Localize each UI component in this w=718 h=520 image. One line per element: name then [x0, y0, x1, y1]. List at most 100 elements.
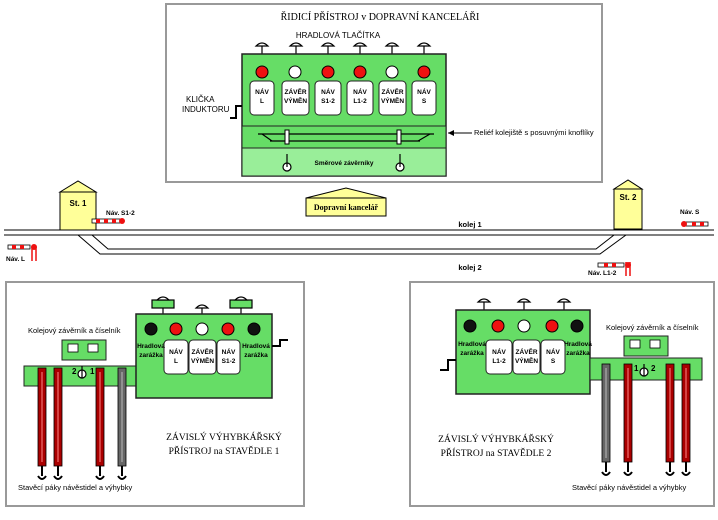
slider-knob-icon: [396, 129, 402, 145]
plunger-icon: [416, 42, 432, 54]
black-lamp-icon: [144, 322, 158, 336]
plunger-icon: [254, 42, 270, 54]
lever-red-3: [681, 363, 691, 476]
block-text: S1-2: [222, 358, 236, 365]
lever-red-2: [53, 367, 63, 480]
block-label-nav-l[interactable]: [249, 80, 275, 116]
lever-handle-icon: [681, 462, 691, 476]
stavedlo-2-lamps: [463, 319, 584, 333]
block-text: NÁV: [169, 347, 183, 356]
red-lamp-icon: [491, 319, 505, 333]
crank-icon[interactable]: [440, 359, 456, 371]
red-lamp-icon: [169, 322, 183, 336]
block-text: ZÁVĚR: [284, 87, 306, 96]
crank-label-line1: KLIČKA: [186, 95, 215, 104]
block-label-nav-s[interactable]: [411, 80, 437, 116]
plunger-icon: [194, 304, 210, 314]
block-label-nav-s: [540, 339, 566, 375]
red-lamp-icon: [321, 65, 335, 79]
signal-lamp-icon: [681, 221, 687, 227]
block-plungers[interactable]: [254, 42, 432, 54]
black-lamp-icon: [463, 319, 477, 333]
dial-num-left: 2: [72, 367, 77, 376]
signal-s12-label: Náv. S1-2: [106, 210, 135, 217]
roof-icon: [612, 179, 644, 190]
plunger-icon: [288, 42, 304, 54]
signal-l-label: Náv. L: [6, 256, 25, 263]
direction-locks[interactable]: [282, 154, 405, 172]
plunger-icon: [233, 296, 249, 314]
station-building-2: St. 2: [612, 179, 644, 230]
signal-s12: Náv. S1-2: [91, 210, 135, 224]
crank-icon[interactable]: [272, 339, 288, 347]
white-lamp-icon: [517, 319, 531, 333]
track-2: [77, 234, 627, 255]
block-brake-left-2: zarážka: [139, 352, 163, 359]
stavedlo-1-levers[interactable]: [37, 367, 127, 480]
block-brake-right-1: Hradlová: [242, 343, 270, 350]
block-text: VÝMĚN: [515, 356, 538, 365]
block-label-nav-l12[interactable]: [346, 80, 374, 116]
block-text: NÁV: [546, 347, 560, 356]
block-label-nav-s12[interactable]: [314, 80, 342, 116]
block-label-nav-l: [163, 339, 189, 375]
stavedlo-2-plungers[interactable]: [476, 298, 572, 310]
signal-s-label: Náv. S: [680, 209, 700, 216]
arrow-head-icon: [448, 130, 454, 136]
stavedlo-1-plungers[interactable]: [151, 296, 253, 314]
stavedlo-1-title-1: ZÁVISLÝ VÝHYBKÁŘSKÝ: [166, 431, 282, 443]
lever-handle-icon: [95, 466, 105, 480]
building-icon: [59, 191, 97, 231]
block-text: L: [174, 358, 178, 365]
stavedlo-2-levers[interactable]: [601, 363, 691, 476]
dial-icon[interactable]: [639, 364, 649, 377]
block-label-zaver-vymen: [188, 339, 217, 375]
roof-icon: [305, 187, 387, 199]
block-brake-right-2: zarážka: [566, 350, 590, 357]
stavedlo-2-title-2: PŘÍSTROJ na STAVĚDLE 2: [441, 447, 552, 459]
lever-red-3: [95, 367, 105, 480]
signal-s: Náv. S: [680, 209, 709, 227]
block-text: NÁV: [222, 347, 236, 356]
block-text: VÝMĚN: [191, 356, 214, 365]
block-text: ZÁVĚR: [191, 347, 213, 356]
dial-num-right: 1: [90, 367, 95, 376]
station-building-1: St. 1: [58, 180, 98, 231]
direction-locks-label: Směrové závěrníky: [315, 160, 374, 167]
block-text: L1-2: [353, 98, 367, 105]
lever-handle-icon: [117, 466, 127, 480]
block-text: L1-2: [492, 358, 506, 365]
relief-sliders[interactable]: [284, 129, 402, 145]
dial-num-right: 2: [651, 364, 656, 373]
stavedlo-2-panel: Kolejový závěrník a číselník NÁV L1-2 ZÁ…: [409, 281, 715, 507]
signal-l12: Náv. L1-2: [588, 262, 631, 277]
relief-strip: [241, 125, 447, 149]
stavedlo-2-lock-label: Kolejový závěrník a číselník: [606, 323, 699, 332]
top-lamps: [255, 65, 431, 79]
block-brake-right-2: zarážka: [244, 352, 268, 359]
block-label-zaver-vymen[interactable]: [378, 80, 407, 116]
building-icon: [613, 188, 643, 230]
track-1-label: kolej 1: [458, 220, 481, 229]
black-lamp-icon: [247, 322, 261, 336]
block-text: VÝMĚN: [284, 96, 307, 105]
block-text: L: [260, 98, 264, 105]
lever-handle-icon: [37, 466, 47, 480]
red-lamp-icon: [221, 322, 235, 336]
block-text: NÁV: [255, 87, 269, 96]
red-lamp-icon: [545, 319, 559, 333]
lever-red-1: [37, 367, 47, 480]
dial-icon[interactable]: [77, 366, 87, 379]
track-plan: St. 1 St. 2 Dopravní kancelář kolej 1 ko…: [4, 179, 714, 277]
stavedlo-1-lamps: [144, 322, 261, 336]
block-text: NÁV: [417, 87, 431, 96]
block-label-zaver-vymen[interactable]: [281, 80, 310, 116]
lever-handle-icon: [623, 462, 633, 476]
signal-l12-label: Náv. L1-2: [588, 270, 617, 277]
top-panel-title: ŘIDICÍ PŘÍSTROJ v DOPRAVNÍ KANCELÁŘI: [281, 11, 480, 23]
block-text: VÝMĚN: [381, 96, 404, 105]
inductor-crank-icon[interactable]: [230, 105, 242, 119]
block-buttons-caption: HRADLOVÁ TLAČÍTKA: [296, 31, 381, 40]
top-control-panel: ŘIDICÍ PŘÍSTROJ v DOPRAVNÍ KANCELÁŘI HRA…: [165, 3, 603, 183]
